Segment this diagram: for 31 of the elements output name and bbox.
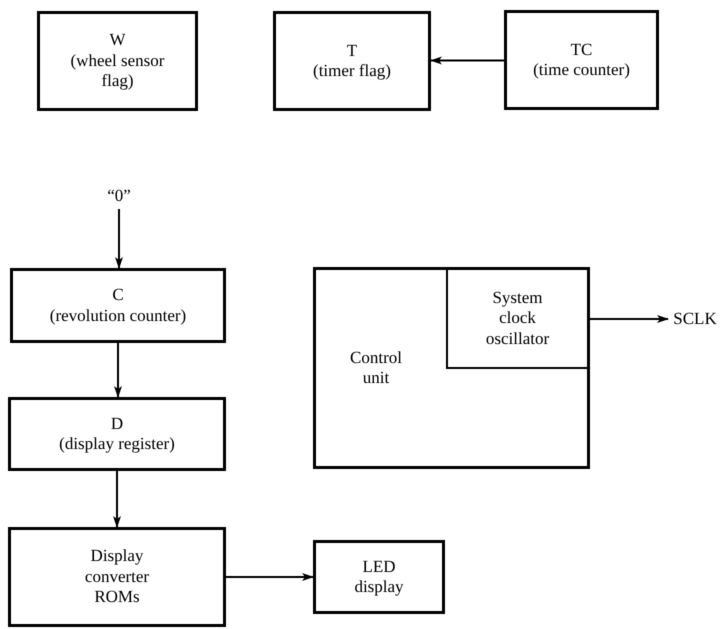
arrow bbox=[590, 315, 669, 323]
inner-block-box bbox=[446, 267, 590, 369]
block-label: W bbox=[108, 30, 127, 51]
arrow bbox=[113, 471, 121, 528]
arrow bbox=[430, 56, 504, 64]
block-label: LED display bbox=[353, 556, 405, 598]
block-label: (timer flag) bbox=[313, 61, 391, 82]
block-box bbox=[8, 397, 226, 471]
block-label: T bbox=[346, 40, 358, 61]
arrow bbox=[226, 573, 314, 581]
block-box bbox=[8, 527, 226, 627]
block-box bbox=[313, 540, 445, 614]
block-label: C bbox=[112, 285, 124, 306]
control-unit-box bbox=[313, 267, 590, 469]
block-label: (wheel sensor flag) bbox=[70, 50, 166, 92]
signal-label: “0” bbox=[107, 186, 131, 206]
block-label: (display register) bbox=[59, 434, 175, 454]
block-box bbox=[10, 268, 226, 343]
block-label: Display converter ROMs bbox=[84, 546, 150, 608]
block-label: Control unit bbox=[349, 348, 403, 388]
block-label: (revolution counter) bbox=[50, 306, 186, 326]
block-label: System clock oscillator bbox=[484, 288, 550, 350]
block-box bbox=[273, 11, 431, 111]
block-box bbox=[37, 11, 198, 111]
block-label: (time counter) bbox=[533, 60, 630, 80]
block-label: TC bbox=[570, 40, 592, 60]
arrow bbox=[114, 343, 122, 398]
block-box bbox=[504, 10, 659, 110]
block-label: D bbox=[110, 414, 124, 434]
arrow bbox=[115, 209, 123, 269]
signal-label: SCLK bbox=[673, 308, 717, 330]
